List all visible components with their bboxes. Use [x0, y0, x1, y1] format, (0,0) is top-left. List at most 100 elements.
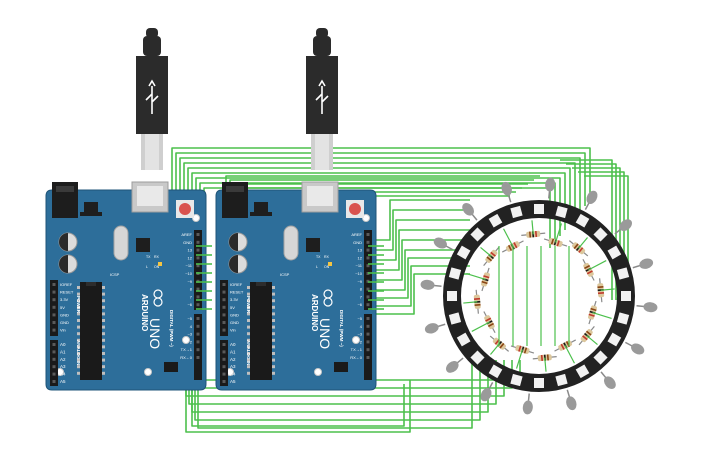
digital-pin-label: 4 — [360, 324, 363, 329]
chip-pin — [102, 292, 105, 296]
analog-pin-label: A4 — [60, 372, 66, 377]
power-header-label: POWER — [246, 296, 251, 314]
digital-pin-label: 2 — [190, 339, 193, 344]
usb-cable-end — [316, 28, 328, 38]
wire-bundle-top — [196, 245, 384, 310]
crystal-oscillator — [113, 225, 129, 261]
chip-pin — [102, 286, 105, 289]
wire — [584, 175, 629, 300]
neopixel — [456, 332, 471, 347]
chip-pin — [102, 332, 105, 336]
neopixel — [456, 245, 471, 260]
neopixel — [575, 213, 590, 228]
resistor-band — [507, 244, 513, 251]
onboard-led — [158, 262, 162, 266]
chip-pin — [77, 345, 80, 349]
analog-header — [50, 340, 58, 386]
neopixel — [534, 204, 544, 214]
usb-chip — [306, 238, 320, 252]
mounting-hole — [352, 336, 360, 344]
led-label: ON — [154, 265, 160, 269]
chip-pin — [77, 286, 80, 289]
chip-pin — [102, 365, 105, 369]
digital-pin-label: ~3 — [187, 332, 192, 337]
analog-pin-label: A3 — [230, 364, 236, 369]
wire — [466, 272, 486, 281]
wire — [588, 260, 607, 271]
usb-symbol-icon — [145, 79, 159, 114]
digital-pin-label: GND — [353, 240, 362, 245]
usb-cable-right — [306, 28, 338, 170]
power-pin-label: 3.3V — [230, 297, 239, 302]
wire — [544, 357, 547, 372]
regulator-tab — [80, 212, 102, 216]
resistor-band — [518, 345, 522, 352]
header-pin — [196, 317, 200, 320]
led — [446, 361, 459, 373]
chip-pin — [247, 345, 250, 349]
digital-pin-label: AREF — [181, 232, 192, 237]
atmega-chip — [80, 282, 102, 380]
header-pin — [196, 295, 200, 299]
digital-pin-label: AREF — [351, 232, 362, 237]
digital-pin-label: ~3 — [357, 332, 362, 337]
resistor-band — [499, 342, 505, 349]
power-pin-label: RESET — [230, 290, 244, 295]
chip-pin — [247, 299, 250, 303]
chip-notch — [86, 282, 96, 286]
wire — [463, 301, 478, 304]
neopixel — [616, 312, 630, 325]
wire — [592, 311, 612, 320]
chip-pin — [102, 319, 105, 322]
mounting-hole — [144, 368, 152, 376]
led — [420, 279, 435, 290]
regulator-tab — [250, 212, 272, 216]
wire — [490, 343, 500, 355]
digital-pin-label: RX←0 — [350, 355, 363, 360]
digital-pin-label: ~11 — [186, 263, 193, 268]
chip-pin — [272, 312, 275, 316]
header-pin — [366, 332, 370, 336]
neopixel — [593, 350, 608, 365]
wire — [554, 223, 563, 243]
chip-pin — [77, 358, 80, 362]
usb-cable-end — [146, 28, 158, 38]
led — [604, 376, 616, 389]
header-pin — [196, 240, 200, 244]
analog-pin-label: A4 — [230, 372, 236, 377]
resistor-band — [540, 354, 544, 362]
analog-pin-label: A5 — [230, 379, 236, 384]
header-pin — [52, 290, 56, 294]
header-pin — [222, 350, 226, 354]
chip-pin — [77, 312, 80, 316]
analog-pin-label: A0 — [60, 342, 66, 347]
led-label: RX — [154, 255, 160, 259]
header-pin — [222, 328, 226, 332]
power-pin-label: 3.3V — [60, 297, 69, 302]
neopixel — [607, 245, 622, 260]
power-header-label: POWER — [76, 296, 81, 314]
chip-pin — [272, 332, 275, 336]
wire — [586, 335, 598, 345]
chip-pin — [272, 292, 275, 296]
digital-pin-label: ~10 — [185, 271, 193, 276]
resistor-band — [573, 243, 579, 250]
power-pin-label: IOREF — [60, 282, 73, 287]
chip-pin — [102, 312, 105, 316]
neopixel — [510, 373, 523, 387]
resistor-band — [474, 303, 481, 306]
wire — [480, 247, 492, 257]
power-jack-slot — [226, 186, 244, 192]
resistor-band — [481, 280, 488, 285]
power-pin-label: GND — [60, 320, 69, 325]
resistor-band — [513, 242, 518, 249]
power-pin-label: GND — [230, 312, 239, 317]
wire — [370, 219, 470, 261]
resistor-band — [597, 291, 605, 295]
led — [522, 400, 533, 415]
voltage-regulator — [84, 202, 98, 212]
capacitor-stripe — [59, 233, 68, 251]
chip-pin — [272, 365, 275, 369]
wire — [370, 257, 470, 299]
chip-pin — [77, 365, 80, 369]
